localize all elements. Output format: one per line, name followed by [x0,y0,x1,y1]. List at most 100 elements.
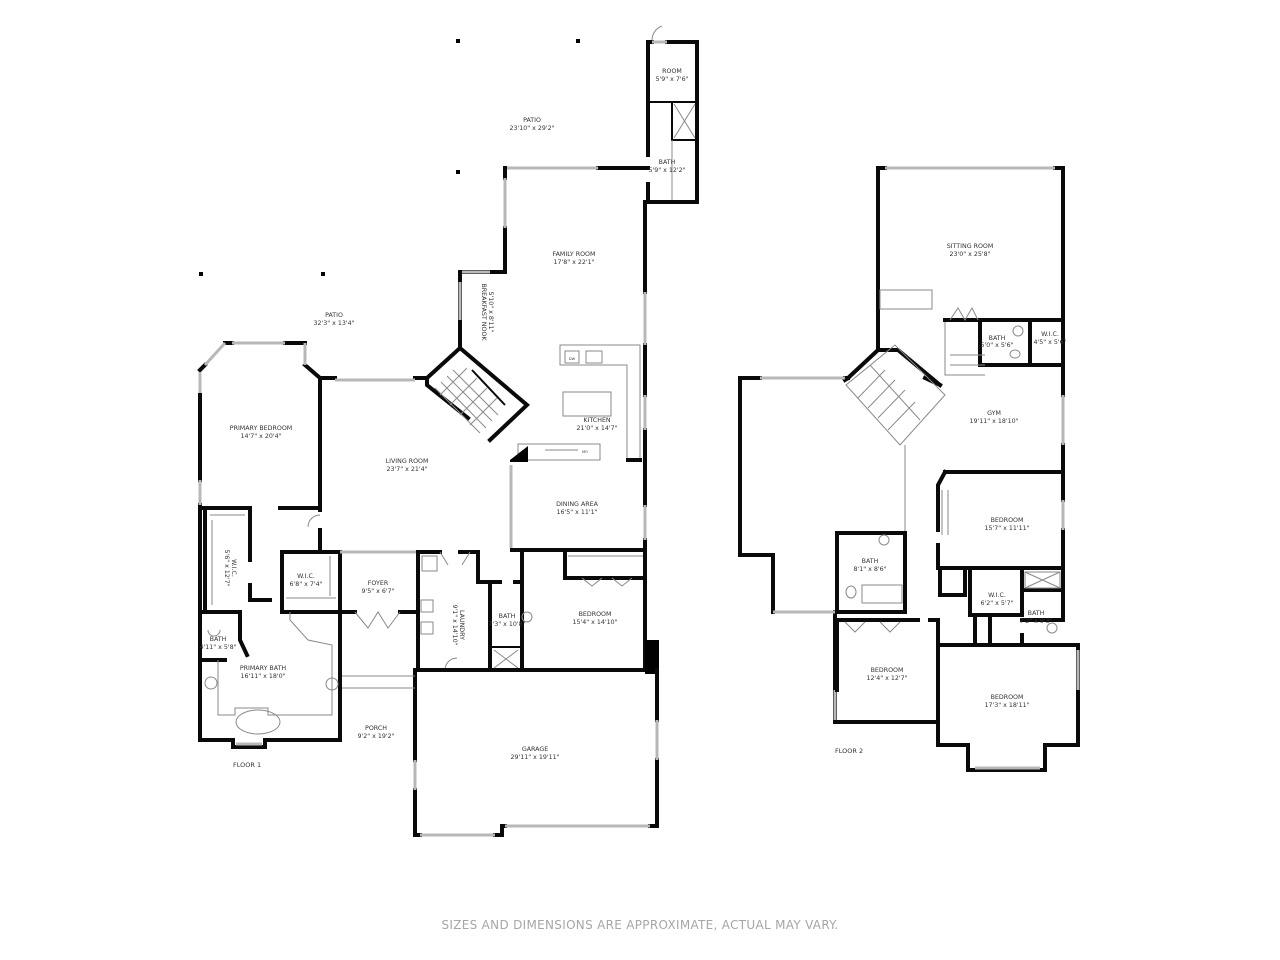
room-label-bedroom-se: BEDROOM 17'3" x 18'11" [984,694,1029,709]
room-name: FAMILY ROOM [553,251,596,258]
room-dims: 8'1" x 8'6" [853,566,886,573]
room-label-wic-upper: W.I.C. 4'5" x 5'6" [1033,331,1066,346]
room-name: PRIMARY BEDROOM [230,425,292,432]
room-label-primary-bedroom: PRIMARY BEDROOM 14'7" x 20'4" [230,425,292,440]
room-label-garage: GARAGE 29'11" x 19'11" [510,746,559,761]
room-name: BREAKFAST NOOK [480,283,487,341]
room-dims: 17'3" x 18'11" [984,702,1029,709]
room-name: BATH [210,636,227,643]
floor-2-walls [738,166,1080,772]
room-label-porch: PORCH 9'2" x 19'2" [357,725,394,740]
room-dims: 9'2" x 19'2" [357,733,394,740]
room-label-room: ROOM 5'9" x 7'6" [655,68,688,83]
room-dims: 15'7" x 11'11" [984,525,1029,532]
room-name: BATH [989,335,1006,342]
patio-post [321,272,325,276]
room-dims: 23'0" x 25'8" [949,251,990,258]
room-dims: 32'3" x 13'4" [313,320,354,327]
room-name: BATH [1028,610,1045,617]
microwave-label: MO [582,450,588,454]
floor-2-label: FLOOR 2 [835,747,863,755]
room-name: PATIO [523,117,541,124]
room-label-bath-hall-2: BATH 8'1" x 8'6" [853,558,886,573]
room-label-patio-top: PATIO 23'10" x 29'2" [509,117,554,132]
room-label-bath-ensuite: BATH 7'2" x 9'3" [1019,610,1052,625]
room-dims: 5'9" x 12'2" [648,167,685,174]
disclaimer-text: SIZES AND DIMENSIONS ARE APPROXIMATE, AC… [441,918,839,932]
room-label-bath-upper: BATH 5'0" x 5'6" [980,335,1013,349]
room-name: ROOM [662,68,682,75]
room-name: LAUNDRY [458,610,465,640]
room-name: KITCHEN [583,417,611,424]
room-dims: 15'4" x 14'10" [572,619,617,626]
room-label-dining-area: DINING AREA 16'5" x 11'1" [556,501,599,516]
dishwasher-label: DW [569,357,576,361]
room-dims: 6'2" x 5'7" [980,600,1013,607]
room-dims: 17'8" x 22'1" [553,259,594,266]
room-name: W.I.C. [297,573,315,580]
room-label-wic-long: W.I.C. 5'6" x 12'7" [223,549,237,586]
room-dims: 12'4" x 12'7" [866,675,907,682]
room-dims: 29'11" x 19'11" [510,754,559,761]
room-dims: 5'10" x 8'11" [487,291,494,332]
room-name: LIVING ROOM [386,458,429,465]
room-label-primary-bath: PRIMARY BATH 16'11" x 18'0" [240,665,287,680]
room-dims: 9'5" x 6'7" [361,588,394,595]
room-name: PATIO [325,312,343,319]
floor-2-labels: SITTING ROOM 23'0" x 25'8" BATH 5'0" x 5… [835,243,1067,755]
room-label-family-room: FAMILY ROOM 17'8" x 22'1" [553,251,596,266]
room-dims: 16'11" x 18'0" [240,673,285,680]
room-label-sitting-room: SITTING ROOM 23'0" x 25'8" [947,243,994,258]
room-label-wic: W.I.C. 6'8" x 7'4" [289,573,322,588]
room-dims: 6'8" x 7'4" [289,581,322,588]
room-label-living-room: LIVING ROOM 23'7" x 21'4" [386,458,429,473]
room-dims: 5'6" x 12'7" [223,549,230,586]
room-dims: 7'2" x 9'3" [1019,618,1052,625]
room-label-bath-small: BATH 4'11" x 5'8" [199,636,236,651]
patio-post [456,170,460,174]
room-name: BATH [499,613,516,620]
room-label-bedroom-east: BEDROOM 15'7" x 11'11" [984,517,1029,532]
patio-post [456,39,460,43]
room-name: W.I.C. [230,559,237,577]
room-name: BEDROOM [991,694,1024,701]
room-name: BEDROOM [871,667,904,674]
room-name: BEDROOM [579,611,612,618]
room-label-wic-mid: W.I.C. 6'2" x 5'7" [980,592,1013,607]
floor-1-label: FLOOR 1 [233,761,261,769]
room-label-foyer: FOYER 9'5" x 6'7" [361,580,394,595]
floor-1-walls [197,25,699,837]
room-name: DINING AREA [556,501,599,508]
floor-1-labels: PATIO 23'10" x 29'2" ROOM 5'9" x 7'6" BA… [199,68,688,769]
patio-post [576,39,580,43]
patio-post [199,272,203,276]
room-name: GARAGE [522,746,548,753]
room-dims: 19'11" x 18'10" [969,418,1018,425]
room-name: BEDROOM [991,517,1024,524]
room-name: SITTING ROOM [947,243,994,250]
room-dims: 14'7" x 20'4" [240,433,281,440]
room-name: GYM [987,410,1001,417]
room-name: W.I.C. [988,592,1006,599]
room-label-kitchen: KITCHEN 21'0" x 14'7" [576,417,617,432]
room-name: W.I.C. [1041,331,1059,338]
room-dims: 16'5" x 11'1" [556,509,597,516]
room-dims: 23'7" x 21'4" [386,466,427,473]
room-label-laundry: LAUNDRY 9'1" x 14'10" [451,604,465,645]
room-label-bedroom-sw: BEDROOM 12'4" x 12'7" [866,667,907,682]
room-label-patio-left: PATIO 32'3" x 13'4" [313,312,354,327]
room-dims: 7'3" x 10'8" [488,621,525,628]
room-label-bedroom: BEDROOM 15'4" x 14'10" [572,611,617,626]
room-label-bath-hall: BATH 7'3" x 10'8" [488,613,525,628]
room-dims: 5'0" x 5'6" [980,342,1013,349]
room-label-bath-annex: BATH 5'9" x 12'2" [648,159,685,174]
room-name: FOYER [368,580,389,587]
room-name: PORCH [365,725,387,732]
room-name: PRIMARY BATH [240,665,287,672]
room-dims: 21'0" x 14'7" [576,425,617,432]
room-dims: 5'9" x 7'6" [655,76,688,83]
room-name: BATH [659,159,676,166]
room-dims: 9'1" x 14'10" [451,604,458,645]
